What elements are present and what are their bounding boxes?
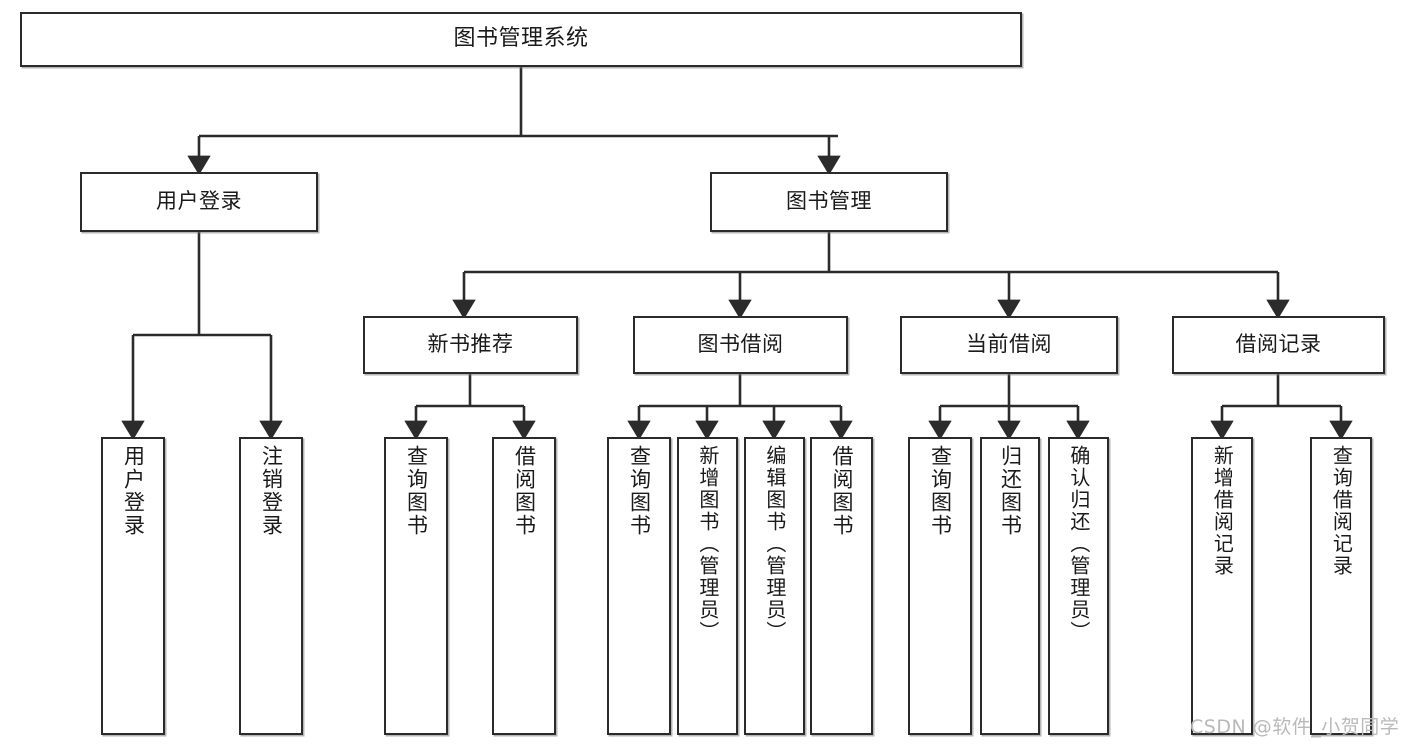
leaf-user-login-signin[interactable]: 用户登录 <box>101 437 165 735</box>
leaf-book-borrow-edit-book-admin[interactable]: 编辑图书（管理员） <box>744 437 805 735</box>
node-user-login[interactable]: 用户登录 <box>80 172 318 232</box>
leaf-current-borrow-query-book[interactable]: 查询图书 <box>908 437 972 735</box>
node-label: 借阅记录 <box>1235 332 1322 357</box>
node-label: 查询图书 <box>627 445 652 537</box>
node-book-management[interactable]: 图书管理 <box>710 172 948 232</box>
node-label: 查询借阅记录 <box>1329 445 1354 577</box>
node-label: 借阅图书 <box>829 445 854 537</box>
node-label: 用户登录 <box>156 189 242 214</box>
leaf-new-book-borrow-book[interactable]: 借阅图书 <box>492 437 556 735</box>
node-label: 归还图书 <box>998 445 1023 537</box>
node-label: 新书推荐 <box>427 332 514 357</box>
node-label: 新增借阅记录 <box>1210 445 1235 577</box>
leaf-current-borrow-confirm-return-admin[interactable]: 确认归还（管理员） <box>1048 437 1109 735</box>
leaf-borrow-record-query-record[interactable]: 查询借阅记录 <box>1310 437 1372 735</box>
leaf-book-borrow-borrow-book[interactable]: 借阅图书 <box>810 437 873 735</box>
node-label: 借阅图书 <box>512 445 537 537</box>
csdn-watermark: CSDN @软件_小贺同学 <box>1190 716 1400 738</box>
leaf-borrow-record-add-record[interactable]: 新增借阅记录 <box>1191 437 1253 735</box>
node-borrow-record[interactable]: 借阅记录 <box>1172 316 1385 374</box>
leaf-current-borrow-return-book[interactable]: 归还图书 <box>980 437 1040 735</box>
node-label: 图书借阅 <box>697 332 784 357</box>
node-label: 图书管理 <box>786 189 872 214</box>
node-root-book-management-system[interactable]: 图书管理系统 <box>20 12 1022 67</box>
node-label: 编辑图书（管理员） <box>762 445 787 643</box>
node-new-book-recommend[interactable]: 新书推荐 <box>363 316 578 374</box>
node-label: 当前借阅 <box>966 332 1052 357</box>
leaf-new-book-query-book[interactable]: 查询图书 <box>384 437 448 735</box>
leaf-book-borrow-query-book[interactable]: 查询图书 <box>607 437 671 735</box>
node-label: 图书管理系统 <box>453 26 589 52</box>
leaf-user-login-signout[interactable]: 注销登录 <box>239 437 303 735</box>
node-current-borrow[interactable]: 当前借阅 <box>900 316 1118 374</box>
node-label: 确认归还（管理员） <box>1066 445 1091 643</box>
node-label: 查询图书 <box>404 445 429 537</box>
leaf-book-borrow-add-book-admin[interactable]: 新增图书（管理员） <box>677 437 738 735</box>
node-label: 查询图书 <box>928 445 953 537</box>
node-label: 注销登录 <box>259 445 284 537</box>
node-book-borrow[interactable]: 图书借阅 <box>633 316 848 374</box>
node-label: 用户登录 <box>121 445 146 537</box>
node-label: 新增图书（管理员） <box>695 445 720 643</box>
